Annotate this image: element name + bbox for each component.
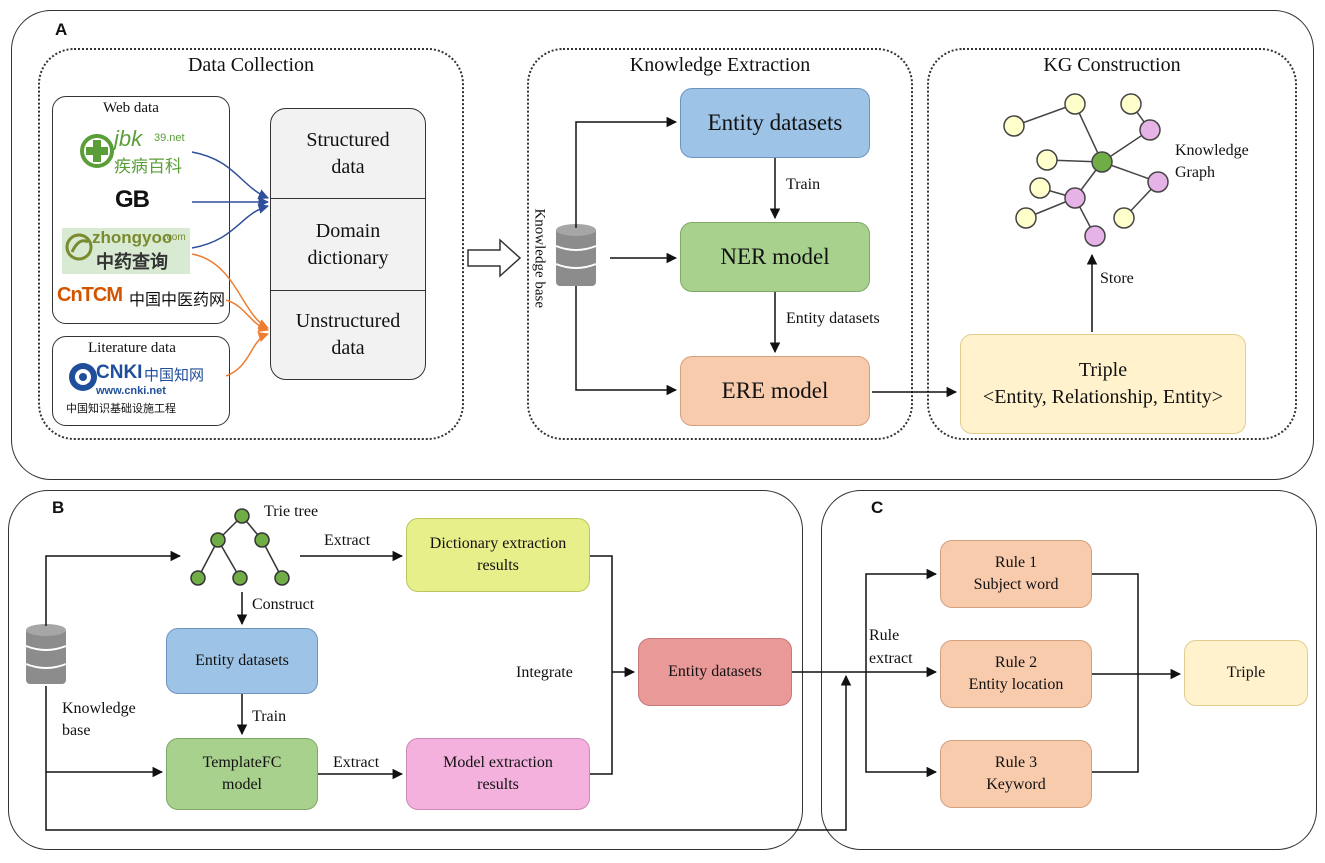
literature-data-label: Literature data bbox=[88, 340, 176, 356]
jbk-logo: jbk 39.net 疾病百科 bbox=[78, 126, 198, 178]
cntcm-logo: CnTCM 中国中医药网 bbox=[57, 284, 225, 314]
jbk-cross-icon bbox=[80, 134, 114, 168]
blue-source-arrows bbox=[191, 151, 270, 249]
rule1-box: Rule 1 Subject word bbox=[940, 540, 1092, 608]
panel-c-arrows bbox=[792, 568, 1182, 778]
zhongyoo-latin-text: zhongyoo bbox=[92, 228, 173, 247]
web-data-box bbox=[52, 96, 230, 324]
extract-bottom-label: Extract bbox=[333, 754, 380, 771]
entity-datasets-box-b: Entity datasets bbox=[166, 628, 318, 694]
trie-tree-label: Trie tree bbox=[264, 503, 319, 520]
rule3-title: Rule 3 bbox=[994, 754, 1038, 772]
integrate-label: Integrate bbox=[516, 664, 573, 681]
cntcm-latin-text: CnTCM bbox=[57, 284, 123, 306]
panel-b-arrows bbox=[45, 550, 852, 831]
store-label: Store bbox=[1100, 270, 1134, 287]
train-label-a: Train bbox=[786, 176, 821, 193]
cnki-latin-text: CNKI bbox=[96, 362, 143, 383]
kg-construction-region bbox=[927, 48, 1297, 440]
structured-data-cell: Structured data bbox=[271, 109, 425, 199]
triple-line2: <Entity, Relationship, Entity> bbox=[982, 386, 1224, 408]
trie-tree-icon bbox=[190, 508, 290, 586]
cnki-globe-icon bbox=[69, 363, 97, 391]
jbk-latin-text: jbk bbox=[114, 126, 143, 151]
rule1-desc: Subject word bbox=[973, 576, 1059, 593]
extract-top-label: Extract bbox=[324, 532, 371, 549]
entity-datasets-edge-label: Entity datasets bbox=[786, 310, 880, 327]
cnki-cn-text: 中国知网 bbox=[144, 367, 205, 384]
rule2-desc: Entity location bbox=[968, 676, 1064, 693]
unstructured-data-cell: Unstructured data bbox=[271, 291, 425, 379]
rule2-title: Rule 2 bbox=[994, 654, 1038, 672]
domain-dictionary-text: Domain dictionary bbox=[307, 219, 389, 269]
knowledge-graph-icon bbox=[1003, 93, 1169, 247]
dictionary-results-box: Dictionary extraction results bbox=[406, 518, 590, 592]
rule-extract-label: Rule extract bbox=[869, 627, 913, 668]
zhongyoo-leaf-icon bbox=[65, 233, 93, 261]
structured-data-text: Structured data bbox=[306, 128, 390, 178]
templatefc-box: TemplateFC model bbox=[166, 738, 318, 810]
entity-datasets-box-a: Entity datasets bbox=[680, 88, 870, 158]
rule3-desc: Keyword bbox=[986, 776, 1046, 793]
panel-a bbox=[11, 10, 1314, 480]
entity-datasets-merged-box: Entity datasets bbox=[638, 638, 792, 706]
panel-b-label: B bbox=[52, 498, 65, 517]
panel-c bbox=[821, 490, 1317, 850]
data-collection-region bbox=[38, 48, 464, 440]
zhongyoo-logo: zhongyoo .com 中药查询 bbox=[62, 228, 190, 274]
triple-line1: Triple bbox=[1078, 359, 1128, 381]
cnki-logo: CNKI 中国知网 www.cnki.net 中国知识基础设施工程 bbox=[66, 360, 226, 420]
literature-data-box bbox=[52, 336, 230, 426]
panel-a-label: A bbox=[55, 20, 68, 39]
kg-construction-title: KG Construction bbox=[1043, 54, 1181, 76]
knowledge-extraction-arrows bbox=[575, 116, 1098, 398]
knowledge-extraction-region bbox=[527, 48, 913, 440]
jbk-suffix-text: 39.net bbox=[154, 132, 185, 144]
jbk-cn-text: 疾病百科 bbox=[114, 157, 182, 176]
triple-box-c: Triple bbox=[1184, 640, 1308, 706]
panel-c-label: C bbox=[871, 498, 884, 517]
domain-dictionary-cell: Domain dictionary bbox=[271, 199, 425, 291]
orange-source-arrows bbox=[191, 253, 269, 377]
rule2-box: Rule 2 Entity location bbox=[940, 640, 1092, 708]
zhongyoo-cn-text: 中药查询 bbox=[96, 252, 168, 272]
gb-logo: GB bbox=[115, 186, 150, 213]
cntcm-cn-text: 中国中医药网 bbox=[129, 292, 226, 309]
rule3-box: Rule 3 Keyword bbox=[940, 740, 1092, 808]
cnki-sub-text: 中国知识基础设施工程 bbox=[66, 403, 176, 415]
ner-model-box: NER model bbox=[680, 222, 870, 292]
web-data-label: Web data bbox=[103, 100, 159, 116]
triple-box-a: Triple <Entity, Relationship, Entity> bbox=[960, 334, 1246, 434]
ere-model-box: ERE model bbox=[680, 356, 870, 426]
zhongyoo-suffix-text: .com bbox=[164, 232, 186, 243]
panel-b bbox=[8, 490, 803, 850]
database-icon-a bbox=[555, 224, 597, 286]
cnki-url-text: www.cnki.net bbox=[96, 385, 166, 397]
knowledge-extraction-title: Knowledge Extraction bbox=[629, 54, 811, 76]
unstructured-data-text: Unstructured data bbox=[295, 310, 401, 359]
data-collection-title: Data Collection bbox=[187, 54, 315, 76]
construct-label: Construct bbox=[252, 596, 315, 613]
data-types-box: Structured data Domain dictionary Unstru… bbox=[270, 108, 426, 380]
knowledge-graph-label: Knowledge Graph bbox=[1175, 142, 1249, 182]
database-icon-b bbox=[25, 624, 67, 684]
hollow-arrow-icon bbox=[467, 238, 522, 278]
model-results-box: Model extraction results bbox=[406, 738, 590, 810]
kb-label-b: Knowledge base bbox=[62, 700, 136, 740]
rule1-title: Rule 1 bbox=[994, 554, 1038, 572]
train-label-b: Train bbox=[252, 708, 287, 725]
